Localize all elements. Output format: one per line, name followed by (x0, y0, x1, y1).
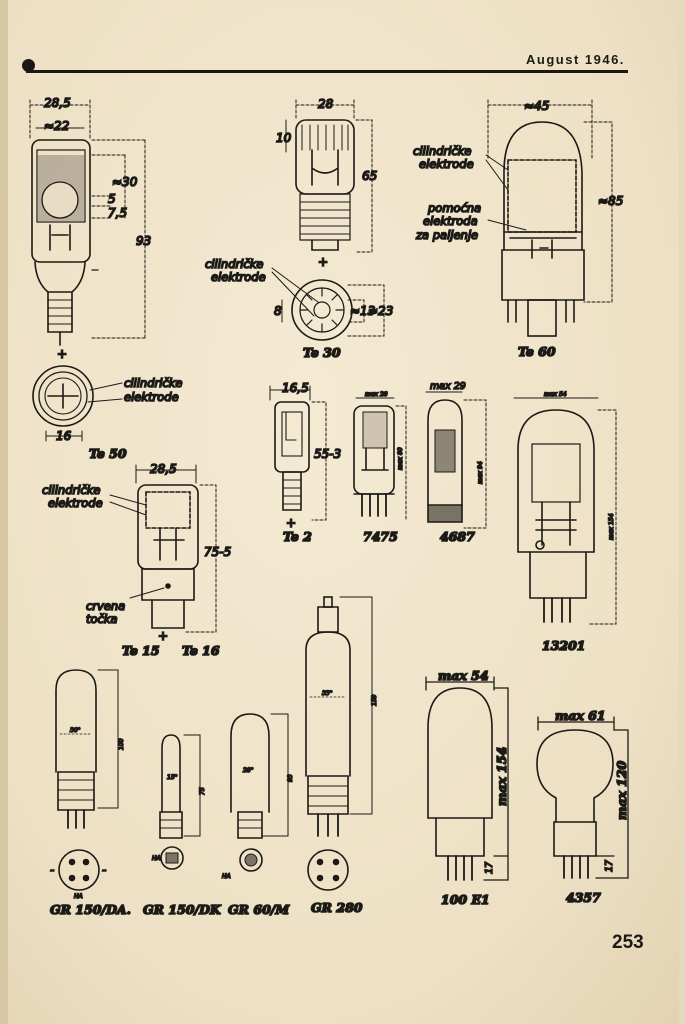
gr150dk-caption: GR 150/DK (143, 902, 222, 917)
te60-width: ≈45 (524, 99, 549, 113)
gr60m-diam: 28° (243, 767, 254, 774)
t13201-width: max 54 (544, 391, 567, 398)
tube-gr150dk-drawing (159, 734, 201, 870)
te15-height: 75-5 (204, 545, 231, 559)
te50-h1: ≈30 (112, 175, 138, 189)
t13201-height: max 154 (608, 513, 615, 540)
te50-label-line2: elektrode (124, 390, 179, 404)
t4357-width: max 61 (555, 708, 606, 723)
tube-gr150da-drawing (55, 669, 119, 891)
te50-h3: 7,5 (108, 206, 127, 220)
t4687-width: max 29 (430, 381, 466, 392)
te30-height: 65 (362, 169, 377, 183)
te30-label-line1: cilindričke (205, 257, 263, 271)
te50-caption: Te 50 (89, 446, 127, 461)
te50-height: 93 (136, 234, 151, 248)
te15-red-line2: točka (86, 612, 118, 626)
te30-d3: ≈23 (368, 304, 393, 318)
tube-te15-drawing (109, 464, 217, 633)
t7475-caption: 7475 (363, 529, 398, 544)
te16-caption: Te 16 (182, 643, 220, 658)
te30-d1: 8 (274, 304, 282, 318)
te60-height: ≈85 (598, 194, 623, 208)
page-number: 253 (612, 932, 644, 953)
tube-4357-drawing (536, 716, 629, 879)
te60-caption: Te 60 (518, 344, 556, 359)
te50-base-dim: 16 (56, 429, 72, 443)
gr60m-ha: HA (222, 873, 231, 880)
t4357-pin: 17 (604, 860, 615, 872)
te30-width: 28 (318, 97, 334, 111)
te60-aux-line3: za paljenje (415, 228, 478, 242)
gr60m-caption: GR 60/M (228, 902, 290, 917)
te2-height: 55-3 (314, 447, 341, 461)
gr150da-caption: GR 150/DA. (50, 902, 131, 917)
e100-width: max 54 (438, 668, 489, 683)
te30-plus: + (318, 255, 328, 269)
t4357-height: max 120 (614, 760, 629, 820)
te60-label-line1: cilindričke (413, 144, 471, 158)
gr150dk-diam: 15° (167, 774, 178, 781)
tube-7475-drawing (353, 397, 407, 521)
gr280-caption: GR 280 (311, 900, 363, 915)
header-bullet (22, 59, 35, 72)
gr60m-height: 93 (287, 774, 294, 782)
te60-aux-line1: pomoćna (427, 201, 481, 215)
tube-100e1-drawing (425, 676, 509, 881)
gr150da-diam: 30° (70, 727, 81, 734)
tube-te2-drawing (269, 385, 327, 521)
gr150dk-height: 75 (199, 787, 206, 795)
t4687-height: max 94 (477, 461, 484, 484)
t7475-width: max 28 (365, 391, 388, 398)
gr150da-minus: - (50, 863, 54, 877)
gr150da-minus2: - (102, 863, 106, 877)
te50-width-inner: ≈22 (44, 119, 69, 133)
gr280-height: 159 (371, 694, 378, 706)
tube-gr280-drawing (305, 596, 373, 891)
t4357-caption: 4357 (566, 890, 601, 905)
te15-plus: + (158, 629, 168, 643)
te15-width: 28,5 (150, 462, 177, 476)
tube-te50-topview (32, 365, 123, 442)
te50-label-line1: cilindričke (124, 376, 182, 390)
te60-label-line2: elektrode (419, 157, 474, 171)
t13201-caption: 13201 (542, 638, 586, 653)
e100-pin: 17 (484, 862, 495, 874)
te15-label-line1: cilindričke (42, 483, 100, 497)
tube-te50-drawing (29, 99, 146, 346)
te50-plus: + (57, 347, 67, 361)
te30-d2: ≈13 (350, 304, 375, 318)
te50-width-outer: 28,5 (44, 96, 71, 110)
gr150da-height: 100 (118, 738, 125, 750)
te2-plus: + (286, 516, 296, 530)
te60-aux-line2: elektroda (423, 214, 478, 228)
te2-caption: Te 2 (283, 529, 312, 544)
tube-13201-drawing (513, 397, 617, 625)
tube-te30-drawing (271, 99, 385, 341)
gr150dk-ha: HA (152, 855, 161, 862)
gr150da-ha: HA (74, 893, 83, 900)
te50-h2: 5 (108, 192, 116, 206)
header-date: August 1946. (526, 52, 625, 67)
te15-red-line1: crvena (86, 599, 125, 613)
tube-4687-drawing (425, 391, 487, 529)
te30-caption: Te 30 (303, 345, 341, 360)
page-edge-left (0, 0, 8, 1024)
tube-gr60m-drawing (230, 713, 289, 872)
te15-label-line2: elektrode (48, 496, 103, 510)
header-rule (26, 70, 628, 73)
t7475-height: max 80 (397, 447, 404, 470)
te30-label-line2: elektrode (211, 270, 266, 284)
e100-height: max 154 (494, 747, 509, 806)
t4687-caption: 4687 (440, 529, 475, 544)
te15-caption: Te 15 (122, 643, 160, 658)
e100-caption: 100 E1 (441, 892, 490, 907)
te2-width: 16,5 (282, 381, 309, 395)
gr280-diam: 33° (322, 690, 333, 697)
page-edge-right (679, 0, 685, 1024)
te30-top: 10 (276, 131, 292, 145)
tube-te60-drawing (485, 99, 613, 337)
